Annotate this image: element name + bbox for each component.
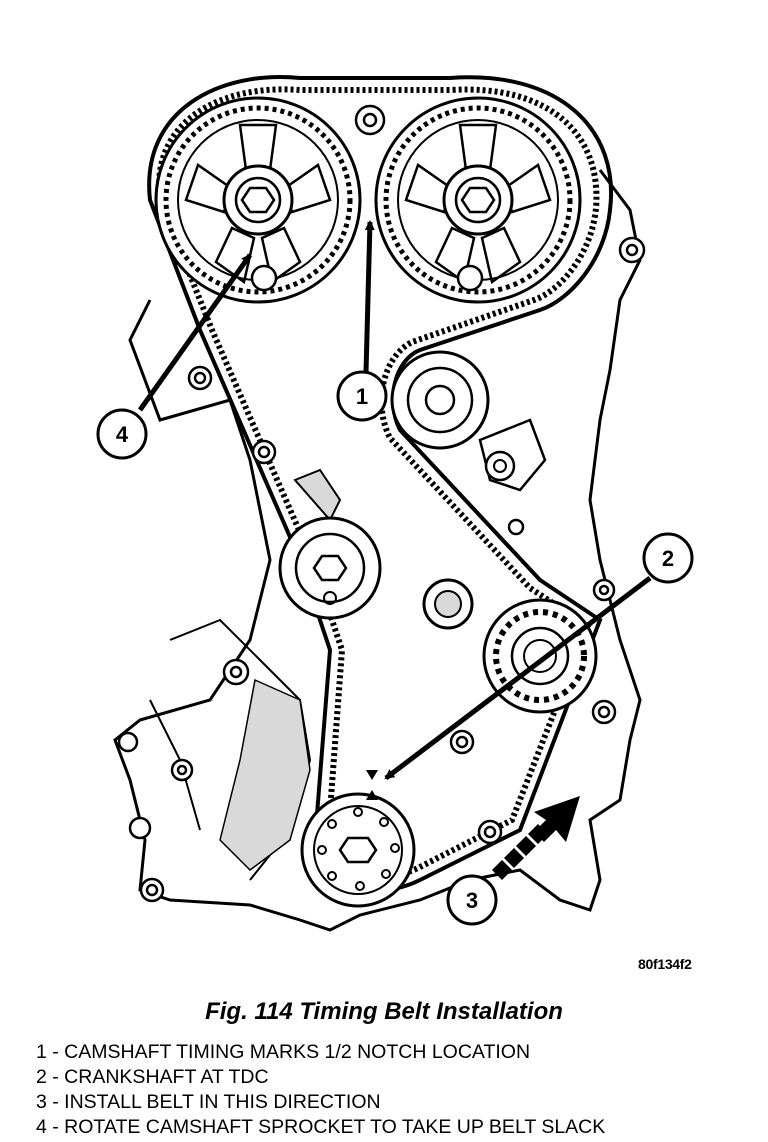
right-camshaft-sprocket [374, 96, 582, 304]
callout-3-number: 3 [466, 888, 478, 913]
figure-caption: Fig. 114 Timing Belt Installation [205, 998, 563, 1025]
idler-pulley [390, 350, 547, 492]
callout-2: 2 [642, 532, 694, 584]
left-camshaft-sprocket [154, 96, 362, 304]
bolts [117, 104, 646, 903]
callout-4-number: 4 [116, 422, 129, 447]
block-shading [219, 678, 311, 871]
callout-2-number: 2 [662, 546, 674, 571]
callout-3: 3 [446, 874, 498, 926]
callout-4-arrow [137, 253, 253, 412]
timing-belt-diagram: 1 2 3 4 [96, 75, 694, 932]
belt-direction-arrow [492, 796, 580, 880]
oil-pump-sprocket [482, 598, 598, 714]
center-boss [422, 578, 474, 630]
legend-item: 3 - INSTALL BELT IN THIS DIRECTION [36, 1091, 381, 1113]
callout-1-arrow [363, 220, 375, 373]
engine-block-outline [113, 169, 642, 932]
legend-item: 4 - ROTATE CAMSHAFT SPROCKET TO TAKE UP … [36, 1116, 606, 1138]
callout-legend: 1 - CAMSHAFT TIMING MARKS 1/2 NOTCH LOCA… [36, 1040, 605, 1140]
callout-1-number: 1 [356, 384, 368, 409]
callout-4: 4 [96, 408, 148, 460]
callout-2-arrow [384, 576, 652, 780]
legend-item: 2 - CRANKSHAFT AT TDC [36, 1066, 269, 1088]
belt-tensioner [278, 468, 382, 620]
crankshaft-sprocket [300, 770, 416, 908]
figure-reference-code: 80f134f2 [638, 956, 692, 972]
legend-item: 1 - CAMSHAFT TIMING MARKS 1/2 NOTCH LOCA… [36, 1041, 531, 1063]
callout-1: 1 [336, 370, 388, 422]
